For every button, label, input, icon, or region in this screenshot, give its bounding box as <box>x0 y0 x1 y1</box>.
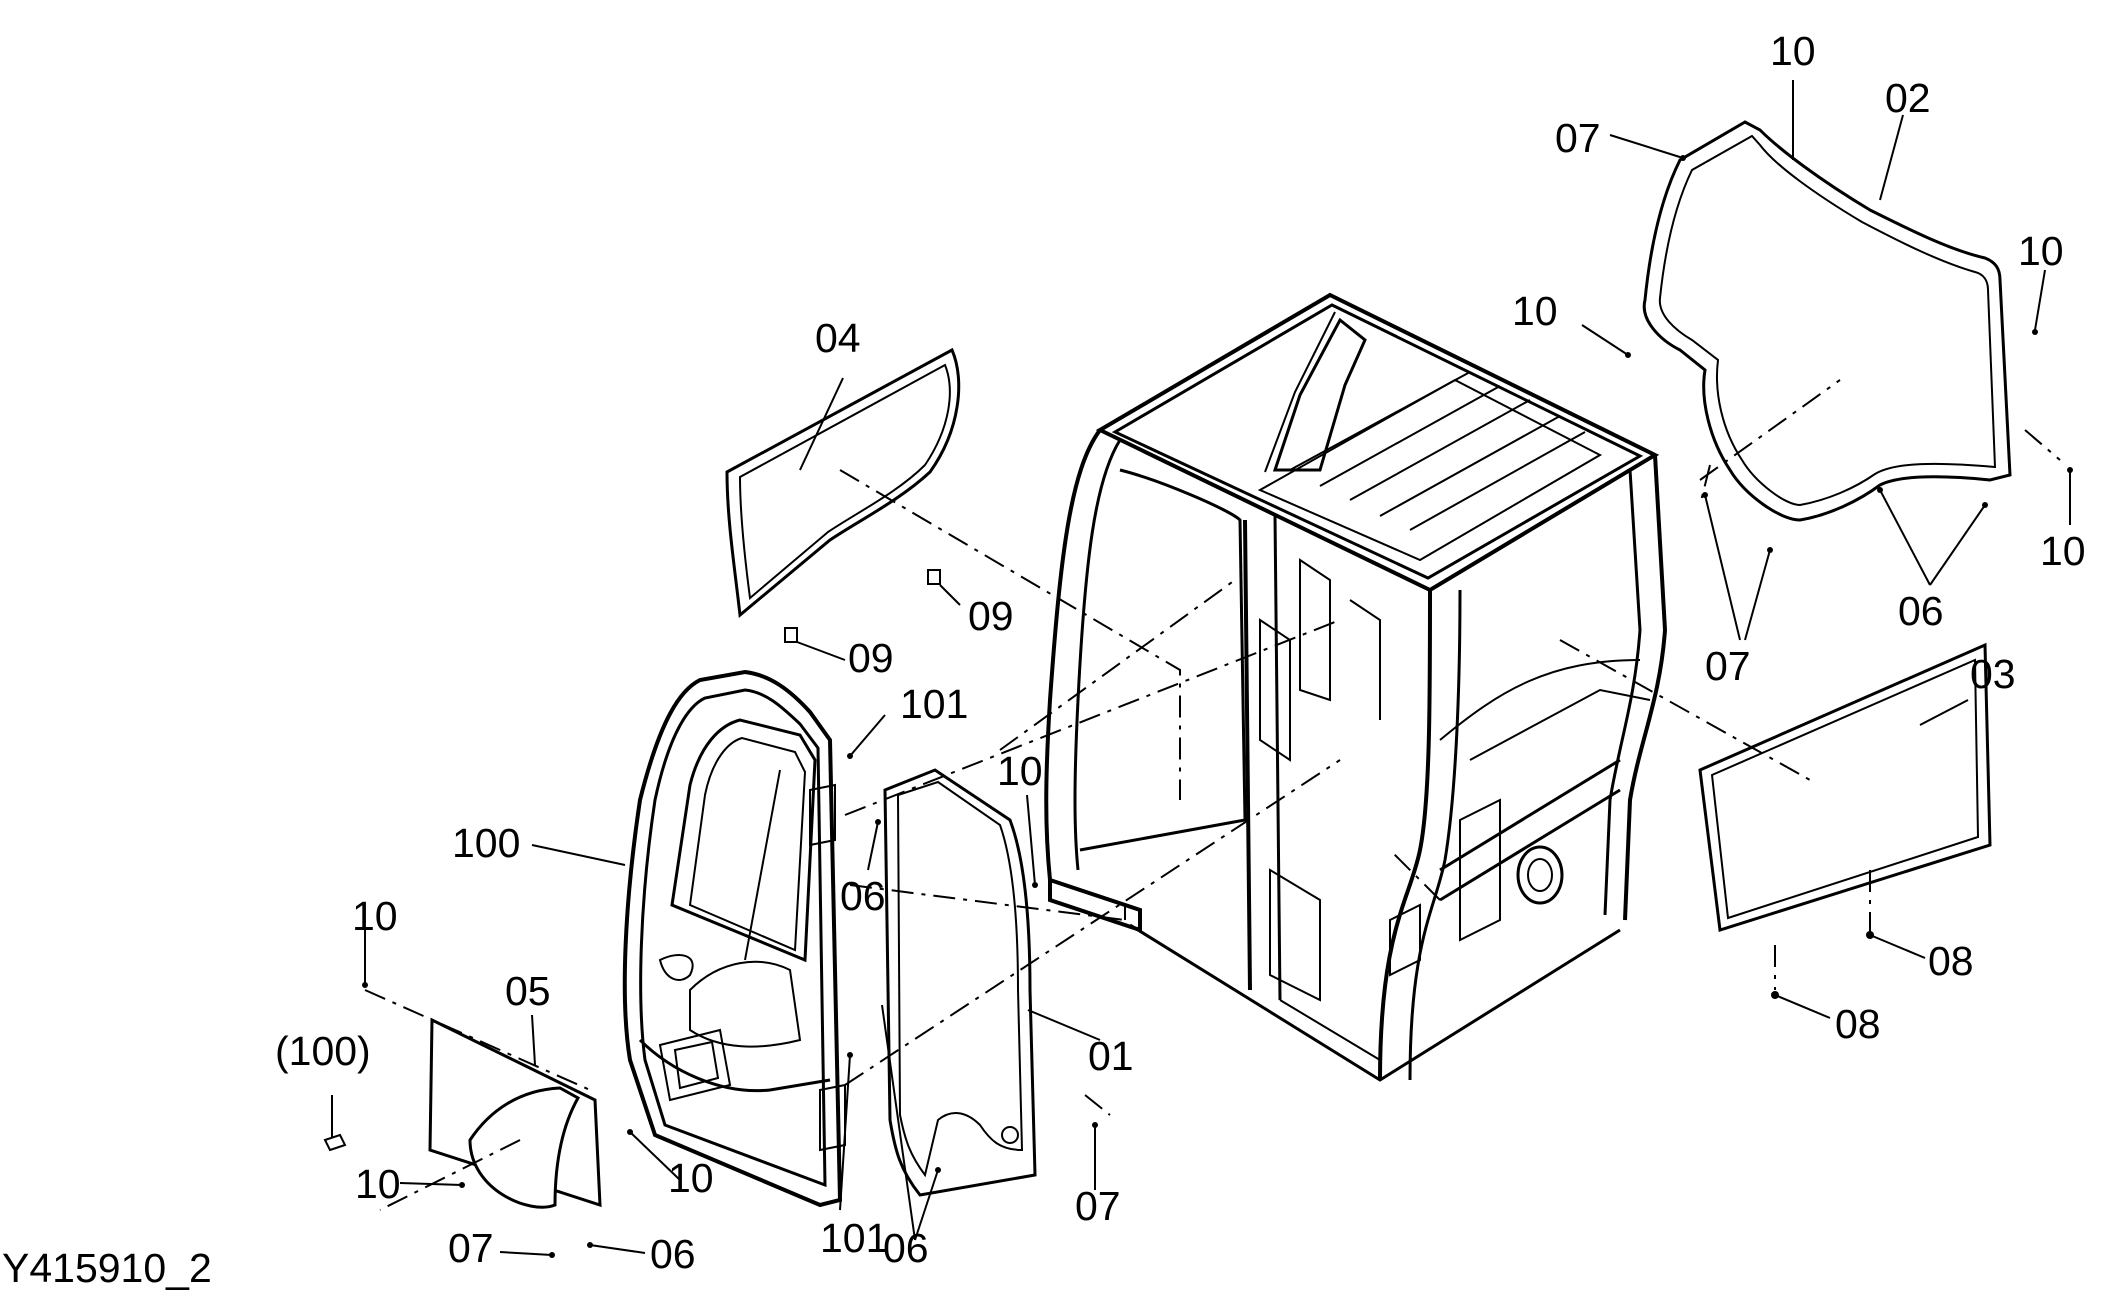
leaders <box>362 80 2073 1258</box>
callout-10: 10 <box>997 748 1043 794</box>
centerlines <box>364 379 2061 1211</box>
callout-10: 10 <box>2040 528 2086 574</box>
callout-101: 101 <box>820 1215 888 1261</box>
callout-09: 09 <box>848 635 894 681</box>
callout-02: 02 <box>1885 75 1931 121</box>
callout-10: 10 <box>1770 28 1816 74</box>
callout-01: 01 <box>1088 1033 1134 1079</box>
callout-05: 05 <box>505 968 551 1014</box>
callout-06: 06 <box>840 873 886 919</box>
callout-07: 07 <box>1705 643 1751 689</box>
callout-10: 10 <box>1512 288 1558 334</box>
callout-10: 10 <box>355 1161 401 1207</box>
callout-07: 07 <box>1075 1183 1121 1229</box>
callout-08: 08 <box>1835 1001 1881 1047</box>
callout-100: 100 <box>452 820 520 866</box>
callout-100-ref: (100) <box>275 1028 371 1074</box>
drawing-id: Y415910_2 <box>2 1245 212 1291</box>
door-assembly-part-100 <box>622 669 846 1208</box>
callout-101: 101 <box>900 681 968 727</box>
side-glass-part-03 <box>1698 642 1992 932</box>
door-glass-part-01 <box>883 768 1037 1197</box>
callout-labels: 10 02 07 10 10 10 06 07 03 08 08 04 09 0… <box>2 28 2086 1291</box>
callout-09: 09 <box>968 593 1014 639</box>
callout-08: 08 <box>1928 938 1974 984</box>
callout-06: 06 <box>1898 588 1944 634</box>
callout-06: 06 <box>650 1231 696 1277</box>
clip-part-100-ref <box>323 1095 347 1152</box>
cab-frame <box>1044 292 1668 1082</box>
upper-glass-part-04 <box>725 347 961 643</box>
callout-03: 03 <box>1970 651 2016 697</box>
callout-07: 07 <box>1555 115 1601 161</box>
rear-glass-part-02 <box>1642 120 2012 522</box>
callout-10: 10 <box>352 893 398 939</box>
callout-10: 10 <box>668 1155 714 1201</box>
callout-10: 10 <box>2018 228 2064 274</box>
lower-glass-part-05 <box>428 1017 602 1209</box>
callout-06: 06 <box>883 1225 929 1271</box>
callout-04: 04 <box>815 315 861 361</box>
callout-07: 07 <box>448 1225 494 1271</box>
